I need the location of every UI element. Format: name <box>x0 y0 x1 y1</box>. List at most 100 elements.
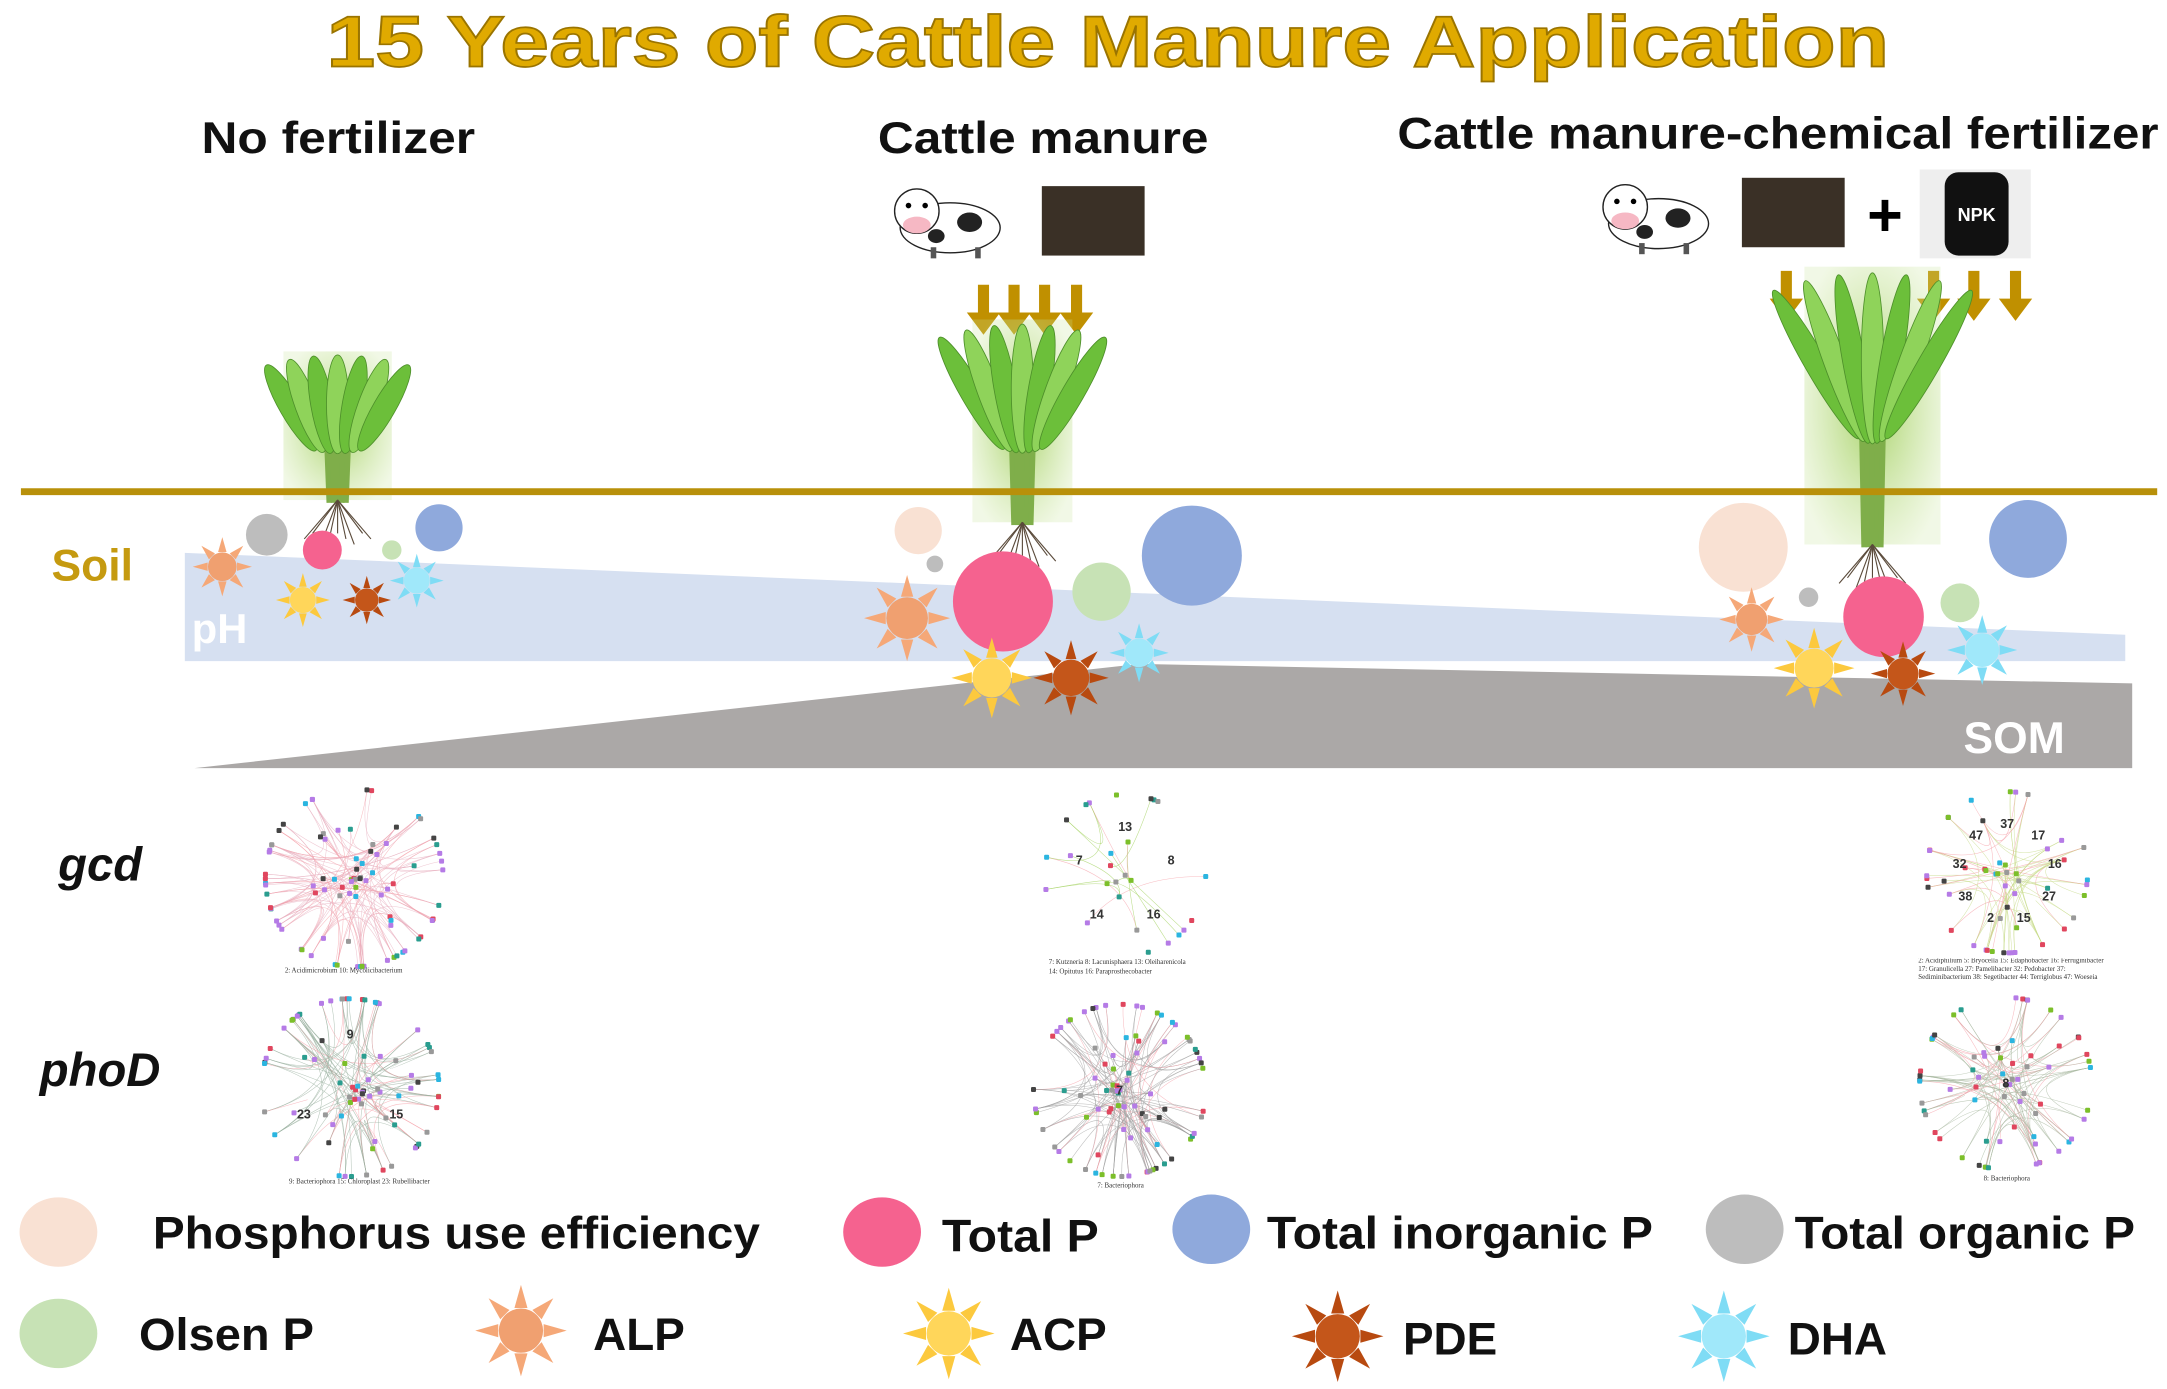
network-edge <box>1934 1109 1991 1142</box>
network-node <box>1191 1130 1197 1136</box>
network-node <box>347 891 353 897</box>
network-edge <box>276 902 421 938</box>
network-node <box>424 1129 430 1135</box>
network-node <box>1092 1075 1098 1081</box>
network-edge <box>1098 1052 1197 1110</box>
network-node <box>1971 1054 1977 1060</box>
network-node <box>1983 867 1989 873</box>
network-node <box>1981 1050 1987 1056</box>
network-node <box>317 834 323 840</box>
network-node <box>266 849 272 855</box>
network-edge <box>1927 879 2048 889</box>
network-node <box>1102 1061 1108 1067</box>
network-edge <box>369 1029 418 1090</box>
network-edge <box>1973 820 1994 946</box>
network-edge <box>341 1108 367 1175</box>
total-organic-p-circle <box>926 555 944 573</box>
network-node <box>1136 1038 1142 1044</box>
legend-dha-sun-icon <box>1678 1290 1770 1382</box>
network-edge <box>2003 888 2015 953</box>
network-node <box>267 1046 273 1052</box>
network-caption-container: 2: Acidiphilium 5: Bryocella 15: Edaphob… <box>1918 958 2103 982</box>
network-node <box>1058 1025 1064 1031</box>
network-node <box>1162 1106 1168 1112</box>
network-node <box>1121 1104 1127 1110</box>
network-node-label: 2 <box>1987 911 1994 925</box>
network-node <box>1189 917 1195 923</box>
network-node <box>362 997 368 1003</box>
network-edge <box>270 824 317 910</box>
network-node <box>359 1091 365 1097</box>
network-node <box>2011 1124 2017 1130</box>
network-node <box>339 884 345 890</box>
network-node <box>1128 1135 1134 1141</box>
plus-sign: + <box>1867 181 1903 249</box>
row-label-gcd: gcd <box>57 839 143 892</box>
network-edge <box>1950 998 2024 1090</box>
network-edge <box>269 849 339 965</box>
network-node <box>1043 886 1049 892</box>
network-node <box>1181 927 1187 933</box>
network-edge <box>2013 859 2065 894</box>
network-node <box>346 996 352 1002</box>
network-node <box>348 878 354 884</box>
network-node <box>1110 1173 1116 1179</box>
network-node <box>1156 1115 1162 1121</box>
network-node <box>356 1096 362 1102</box>
network-edge <box>365 851 394 885</box>
network-edge <box>274 1003 330 1135</box>
network-node <box>276 827 282 833</box>
network-node <box>2028 1053 2034 1059</box>
cow-icon <box>893 188 1001 259</box>
network-edge <box>1985 848 2048 951</box>
network-node <box>1192 1046 1198 1052</box>
network-node <box>439 858 445 864</box>
network-node <box>408 1085 414 1091</box>
network-edge <box>1950 1088 2036 1145</box>
network-caption: 7: Bacteriophora <box>1097 1182 1143 1190</box>
network-node-label: 32 <box>1953 857 1967 871</box>
network-edge <box>2046 1067 2091 1120</box>
network-edge <box>1054 1080 1128 1148</box>
network-node <box>262 876 268 882</box>
network-edge <box>1052 1035 1108 1073</box>
network-edge <box>1084 1011 1107 1110</box>
legend-top-label: Total organic P <box>1795 1208 2135 1259</box>
network-node <box>2084 1051 2090 1057</box>
network-node <box>1033 1106 1039 1112</box>
network-node <box>1918 1068 1924 1074</box>
network-edge <box>1974 1067 2091 1101</box>
network-edge <box>344 1003 380 1070</box>
network-node <box>1107 863 1113 869</box>
network-edge <box>269 818 421 860</box>
network-edge <box>2000 1057 2041 1105</box>
network-edge <box>296 1056 365 1159</box>
dha-sun-icon <box>1947 615 2018 686</box>
network-node <box>1983 1138 1989 1144</box>
network-edge <box>1033 1005 1108 1090</box>
network-node <box>1959 1155 1965 1161</box>
network-edge <box>357 922 363 967</box>
network-node <box>1139 1004 1145 1010</box>
legend-acp-label: ACP <box>1010 1309 1107 1360</box>
ph-band <box>184 552 2126 662</box>
legend-tip-label: Total inorganic P <box>1267 1208 1653 1259</box>
network-edge <box>348 998 428 1059</box>
network-edge <box>1953 997 2017 1046</box>
network-node-label: 13 <box>1118 820 1132 834</box>
network-node <box>383 841 389 847</box>
network-node <box>388 917 394 923</box>
network-node <box>1113 792 1119 798</box>
network-node <box>2013 789 2019 795</box>
network-node <box>2002 862 2008 868</box>
network-node <box>372 999 378 1005</box>
network-edge <box>2027 1054 2087 1165</box>
network-node <box>385 886 391 892</box>
network-node <box>320 876 326 882</box>
network-node <box>436 1094 442 1100</box>
network-node <box>338 1113 344 1119</box>
network-node <box>1132 1103 1138 1109</box>
network-node <box>272 1132 278 1138</box>
network-node <box>1108 850 1114 856</box>
